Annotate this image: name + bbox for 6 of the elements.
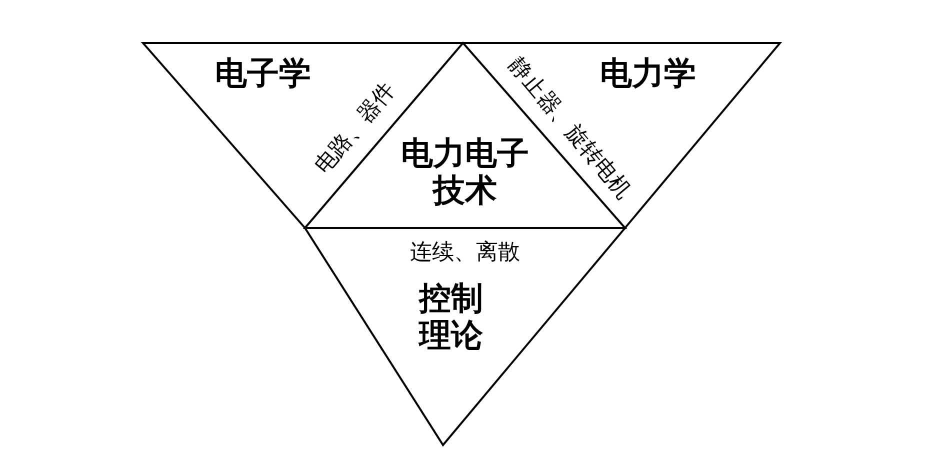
edge-text: 电路、器件 (310, 77, 402, 180)
edge-text: 连续、离散 (410, 239, 520, 267)
region-title: 电力学 (599, 55, 697, 92)
region-title: 控制理论 (417, 280, 484, 354)
region-title: 电子学 (214, 55, 312, 92)
region-title: 电力电子技术 (400, 135, 530, 209)
